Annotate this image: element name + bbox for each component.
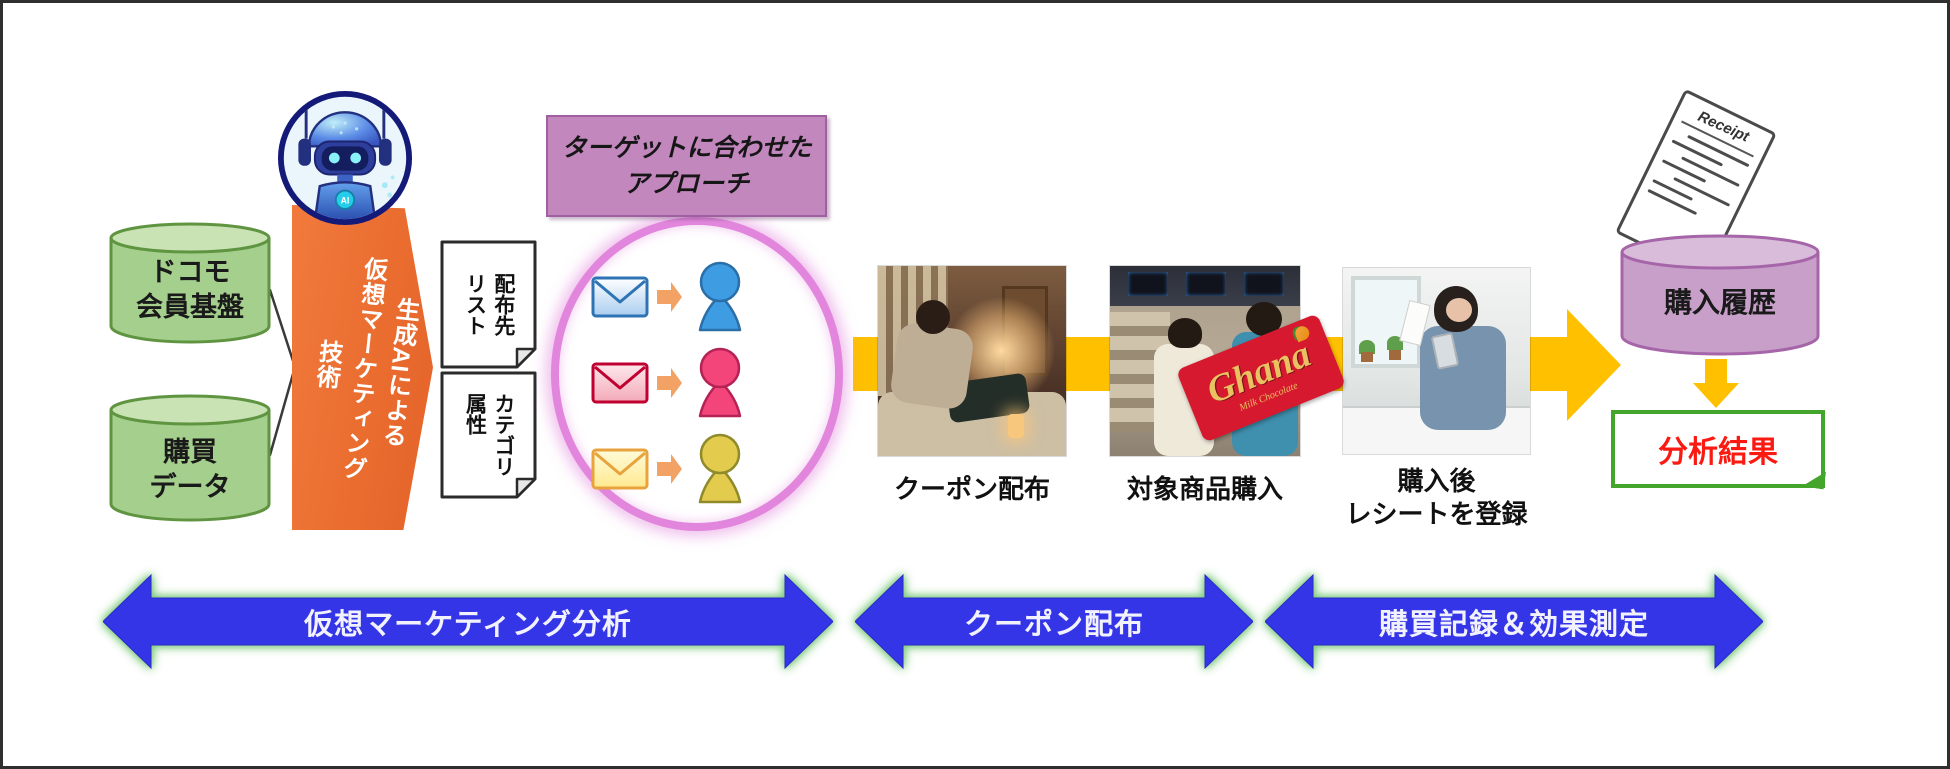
- screen-decor: [1128, 272, 1168, 296]
- document-shape-icon: [440, 240, 537, 369]
- person-pink-icon: [698, 347, 742, 418]
- distribution-list-label-wrap: 配布先 リスト: [440, 240, 537, 369]
- double-arrow-icon: [103, 573, 833, 670]
- double-arrow-icon: [855, 573, 1253, 670]
- analysis-result-label: 分析結果: [1658, 436, 1778, 469]
- phase1-label: 仮想マーケティング分析: [304, 608, 632, 641]
- mail-icon: [591, 448, 649, 490]
- photo1-caption: クーポン配布: [893, 474, 1050, 504]
- candle-decor: [1008, 414, 1024, 438]
- phase-arrow-purchase-record: 購買記録＆効果測定: [1265, 573, 1763, 670]
- document-shape-icon: [440, 371, 537, 499]
- plant-decor: [1387, 336, 1403, 350]
- plant-decor: [1359, 340, 1375, 354]
- small-arrow-right-icon: [657, 454, 682, 484]
- receipt-line-decor: [1647, 188, 1698, 216]
- distribution-list-document: 配布先 リスト: [440, 240, 537, 369]
- ai-badge-label: AI: [341, 196, 350, 206]
- screen-decor: [1244, 272, 1284, 296]
- pot-decor: [1361, 352, 1373, 362]
- photo-receipt-registration: [1343, 268, 1530, 454]
- mail-icon: [591, 276, 649, 318]
- cylinder-shape-icon: [109, 394, 271, 522]
- person-blue-icon: [698, 261, 742, 332]
- match-row-yellow: [591, 433, 749, 505]
- down-arrow-icon: [1705, 359, 1727, 385]
- phase-arrow-coupon-distribution: クーポン配布: [855, 573, 1253, 670]
- cylinder-shape-icon: [1620, 234, 1820, 356]
- clerk-head: [1168, 318, 1202, 348]
- receipt-line-decor: [1671, 139, 1724, 167]
- phase3-label: 購買記録＆効果測定: [1378, 608, 1649, 641]
- screen-decor: [1186, 272, 1226, 296]
- purchase-history-cylinder: 購入履歴: [1620, 233, 1820, 357]
- person-head: [916, 300, 950, 334]
- small-arrow-right-icon: [657, 368, 682, 398]
- docomo-member-database-cylinder: ドコモ 会員基盤: [109, 221, 271, 345]
- targeted-approach-box: ターゲットに合わせた アプローチ: [546, 115, 827, 217]
- phase-arrow-virtual-marketing: 仮想マーケティング分析: [103, 573, 833, 670]
- small-arrow-right-icon: [657, 282, 682, 312]
- person-yellow-icon: [698, 433, 742, 504]
- phase2-label: クーポン配布: [963, 608, 1144, 641]
- pot-decor: [1389, 350, 1401, 360]
- generative-ai-arrow-shape: [292, 205, 433, 530]
- purchase-data-label: 購買 データ: [149, 437, 231, 503]
- cylinder-shape-icon: [109, 222, 271, 344]
- photo3-caption: 購入後 レシートを登録: [1345, 466, 1528, 529]
- folded-corner-decor: [1802, 469, 1826, 490]
- person-on-couch: [888, 321, 976, 411]
- category-attributes-label: カテゴリ 属性: [463, 393, 515, 477]
- analysis-result-box: 分析結果: [1611, 410, 1825, 488]
- purchase-history-label: 購入履歴: [1663, 287, 1776, 318]
- flow-arrow-head-icon: [1567, 309, 1621, 421]
- docomo-member-database-label: ドコモ 会員基盤: [136, 257, 244, 323]
- ai-robot-avatar-icon: AI: [277, 90, 413, 226]
- down-arrow-head-icon: [1693, 383, 1739, 408]
- mail-icon: [591, 362, 649, 404]
- woman-face: [1446, 298, 1472, 322]
- purchase-data-cylinder: 購買 データ: [109, 393, 271, 523]
- connector-lines: [268, 288, 297, 457]
- distribution-list-label: 配布先 リスト: [463, 273, 515, 336]
- receipt-line-decor: [1661, 159, 1707, 183]
- photo-coupon-distribution: [878, 266, 1066, 456]
- double-arrow-icon: [1265, 573, 1763, 670]
- category-attributes-label-wrap: カテゴリ 属性: [440, 371, 537, 499]
- match-row-pink: [591, 347, 749, 419]
- category-attributes-document: カテゴリ 属性: [440, 371, 537, 499]
- photo2-caption: 対象商品購入: [1126, 474, 1283, 504]
- match-row-blue: [591, 261, 749, 333]
